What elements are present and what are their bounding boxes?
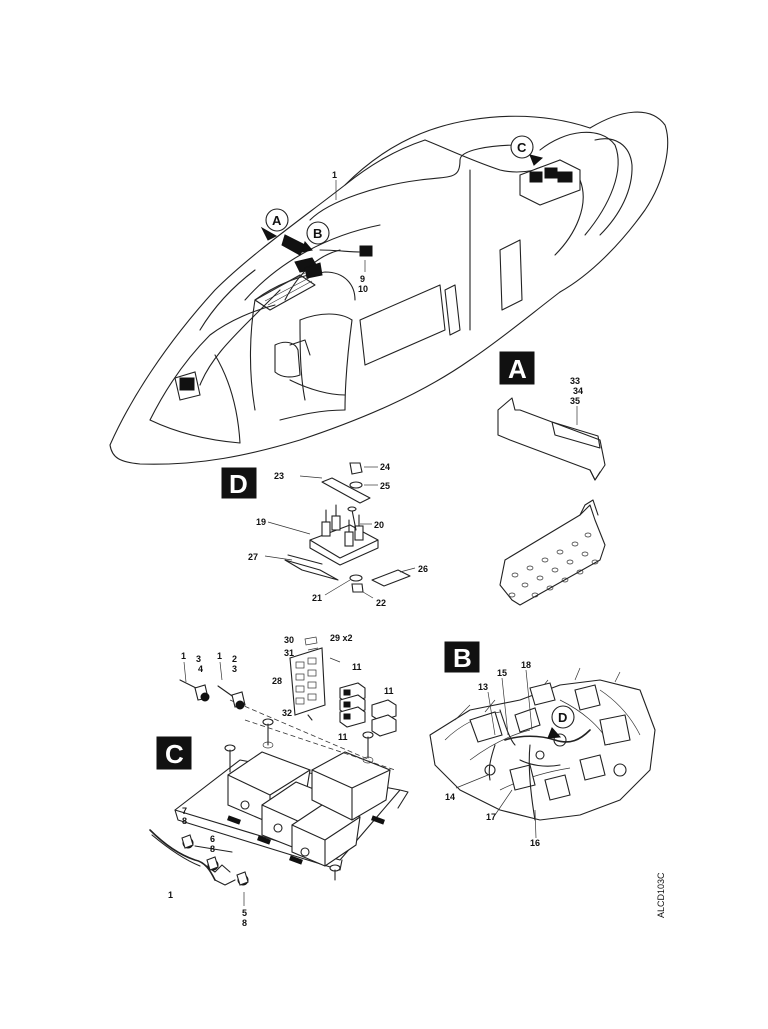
callout-number: 5 xyxy=(242,908,247,918)
detail-view-c: C xyxy=(149,633,409,928)
callout-number: 17 xyxy=(486,812,496,822)
callout-circle-a: A xyxy=(260,208,289,241)
callout-number: 1 xyxy=(181,651,186,661)
callout-number: 33 xyxy=(570,376,580,386)
mount-screws xyxy=(224,718,374,881)
callout-number: 32 xyxy=(282,708,292,718)
drawing-code: ALCD103C xyxy=(656,872,666,918)
callout-number: 13 xyxy=(478,682,488,692)
callout-number: 8 xyxy=(210,844,215,854)
b-components xyxy=(469,682,631,801)
callout-circle-c: C xyxy=(510,135,544,166)
callout-number: 1 xyxy=(332,170,337,180)
callout-number: 35 xyxy=(570,396,580,406)
detail-view-a-badge: A xyxy=(508,354,527,384)
callout-number: 23 xyxy=(274,471,284,481)
callout-number: 10 xyxy=(358,284,368,294)
callout-number: 16 xyxy=(530,838,540,848)
callout-number: 31 xyxy=(284,648,294,658)
callout-circle-a-label: A xyxy=(272,213,282,228)
callout-number: 7 xyxy=(182,806,187,816)
fuselage-drawing xyxy=(109,111,669,465)
relay-boxes xyxy=(227,751,391,867)
callout-number: 21 xyxy=(312,593,322,603)
callout-number: 30 xyxy=(284,635,294,645)
callout-number: 22 xyxy=(376,598,386,608)
terminal-studs xyxy=(321,504,364,547)
callout-circle-b: B xyxy=(301,221,330,253)
callout-number: 26 xyxy=(418,564,428,574)
breaker-slots xyxy=(295,657,317,705)
callout-number: 3 xyxy=(196,654,201,664)
callout-number: 27 xyxy=(248,552,258,562)
callout-number: 29 x2 xyxy=(330,633,353,643)
callout-circle-d-label: D xyxy=(558,710,567,725)
callout-number: 25 xyxy=(380,481,390,491)
callout-number: 18 xyxy=(521,660,531,670)
detail-view-a: A 33 34 35 xyxy=(497,351,606,606)
callout-circle-b-label: B xyxy=(313,226,322,241)
perforation-holes xyxy=(508,532,599,598)
callout-number: 1 xyxy=(217,651,222,661)
detail-view-b: B D 15 18 xyxy=(429,641,656,848)
callout-number: 8 xyxy=(242,918,247,928)
callout-number: 20 xyxy=(374,520,384,530)
detail-view-d: D xyxy=(221,462,428,608)
callout-number: 19 xyxy=(256,517,266,527)
callout-number: 1 xyxy=(168,890,173,900)
callout-number: 3 xyxy=(232,664,237,674)
callout-number: 28 xyxy=(272,676,282,686)
callout-number: 9 xyxy=(360,274,365,284)
callout-number: 14 xyxy=(445,792,455,802)
callout-number: 11 xyxy=(384,686,394,696)
callout-number: 6 xyxy=(210,834,215,844)
callout-circle-c-label: C xyxy=(517,140,527,155)
callout-number: 24 xyxy=(380,462,390,472)
callout-number: 11 xyxy=(338,732,348,742)
detail-view-d-badge: D xyxy=(229,469,248,499)
callout-number: 34 xyxy=(573,386,583,396)
callout-number: 2 xyxy=(232,654,237,664)
detail-view-b-badge: B xyxy=(453,643,472,673)
callout-number: 8 xyxy=(182,816,187,826)
relays-11 xyxy=(339,682,397,737)
callout-number: 15 xyxy=(497,668,507,678)
detail-view-c-badge: C xyxy=(165,739,184,769)
callout-number: 11 xyxy=(352,662,362,672)
callout-number: 4 xyxy=(198,664,203,674)
